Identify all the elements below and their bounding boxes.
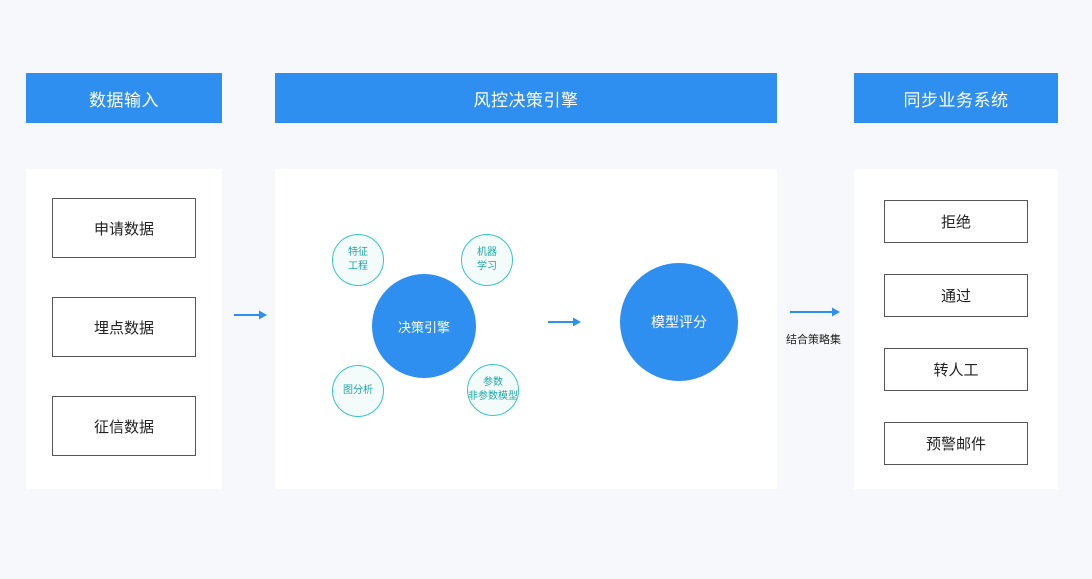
input-box-apply: 申请数据 (52, 198, 196, 258)
circle-machine-learning: 机器 学习 (461, 234, 513, 286)
strategy-set-label: 结合策略集 (786, 333, 841, 346)
output-box-reject: 拒绝 (884, 200, 1028, 243)
header-risk-engine: 风控决策引擎 (275, 73, 777, 123)
arrow-input-to-engine (234, 310, 267, 320)
circle-graph-line1: 图分析 (343, 385, 373, 396)
input-panel: 申请数据 埋点数据 征信数据 (26, 169, 222, 489)
circle-ml-line1: 机器 (477, 247, 497, 258)
output-box-pass: 通过 (884, 274, 1028, 317)
circle-feature-line2: 工程 (348, 261, 368, 272)
circle-parametric-models: 参数 非参数模型 (467, 364, 519, 416)
circle-decision-engine: 决策引擎 (372, 274, 476, 378)
header-sync-system: 同步业务系统 (854, 73, 1058, 123)
arrow-engine-to-score (548, 317, 581, 327)
circle-feature-engineering: 特征 工程 (332, 234, 384, 286)
output-panel: 拒绝 通过 转人工 预警邮件 (854, 169, 1058, 489)
circle-graph-analysis: 图分析 (332, 365, 384, 417)
circle-feature-line1: 特征 (348, 247, 368, 258)
circle-model-score: 模型评分 (620, 263, 738, 381)
circle-param-line1: 参数 (483, 377, 503, 388)
input-box-tracking: 埋点数据 (52, 297, 196, 357)
circle-param-line2: 非参数模型 (468, 391, 518, 402)
output-box-alert-email: 预警邮件 (884, 422, 1028, 465)
input-box-credit: 征信数据 (52, 396, 196, 456)
engine-panel: 特征 工程 机器 学习 图分析 参数 非参数模型 决策引擎 模型评分 (275, 169, 777, 489)
output-box-manual: 转人工 (884, 348, 1028, 391)
header-data-input: 数据输入 (26, 73, 222, 123)
arrow-engine-to-output (790, 307, 840, 317)
circle-ml-line2: 学习 (477, 261, 497, 272)
